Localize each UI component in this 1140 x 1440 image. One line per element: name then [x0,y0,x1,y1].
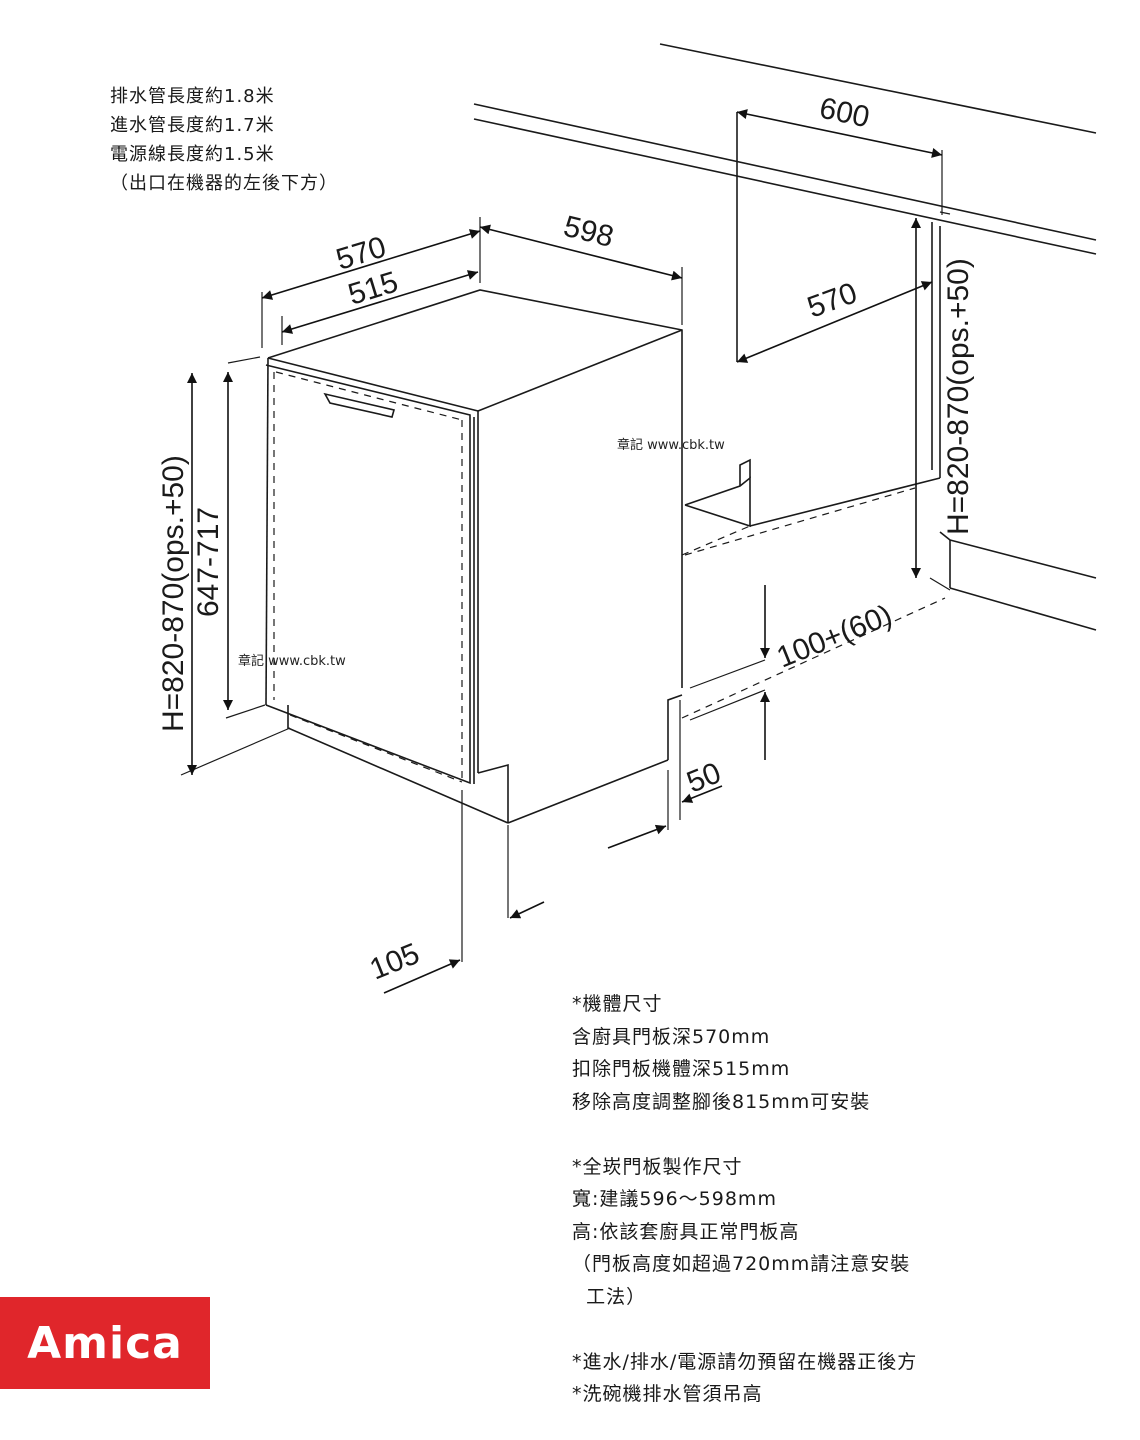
note-door-width: 寬:建議596～598mm [572,1188,777,1210]
installation-notes: *機體尺寸 含廚具門板深570mm 扣除門板機體深515mm 移除高度調整腳後8… [572,988,917,1411]
watermark-left: 章記 www.cbk.tw [238,653,346,669]
note-utilities-position: *進水/排水/電源請勿預留在機器正後方 [572,1350,918,1373]
note-depth-without-door: 扣除門板機體深515mm [572,1058,791,1080]
note-door-height: 高:依該套廚具正常門板高 [572,1220,800,1243]
note-spacer [572,1313,917,1346]
dim-600: 600 [817,92,873,135]
note-door-panel-heading: *全崁門板製作尺寸 [572,1155,743,1178]
note-drain-hose-raised: *洗碗機排水管須吊高 [572,1383,763,1405]
note-door-height-warning: （門板高度如超過720mm請注意安裝 [572,1253,911,1275]
note-height-without-feet: 移除高度調整腳後815mm可安裝 [572,1090,871,1113]
dim-570-right: 570 [803,276,861,324]
note-drain-pipe: 排水管長度約1.8米 [110,86,275,107]
note-body-size-heading: *機體尺寸 [572,993,663,1015]
extension-lines [180,150,951,962]
amica-logo: Amica [0,1297,210,1389]
dim-598: 598 [560,210,617,254]
logo-text: Amica [27,1317,183,1369]
dim-plinth: 100+(60) [772,599,896,675]
dim-50: 50 [682,756,725,799]
note-depth-with-door: 含廚具門板深570mm [572,1025,771,1048]
dimension-lines [187,109,943,994]
dim-height-left: H=820-870(ops.+50) [157,455,190,732]
note-outlet-position: （出口在機器的左後下方） [110,173,338,194]
note-spacer [572,1118,917,1151]
dashed-guides [273,371,946,783]
dim-647-717: 647-717 [192,507,225,617]
note-door-height-warning-cont: 工法） [572,1285,647,1308]
note-inlet-pipe: 進水管長度約1.7米 [110,115,275,136]
watermark-right: 章記 www.cbk.tw [617,437,725,453]
note-power-cord: 電源線長度約1.5米 [110,144,275,165]
pipe-length-notes: 排水管長度約1.8米 進水管長度約1.7米 電源線長度約1.5米 （出口在機器的… [110,82,338,198]
dim-height-right: H=820-870(ops.+50) [942,258,975,535]
appliance-outline [265,43,1097,824]
